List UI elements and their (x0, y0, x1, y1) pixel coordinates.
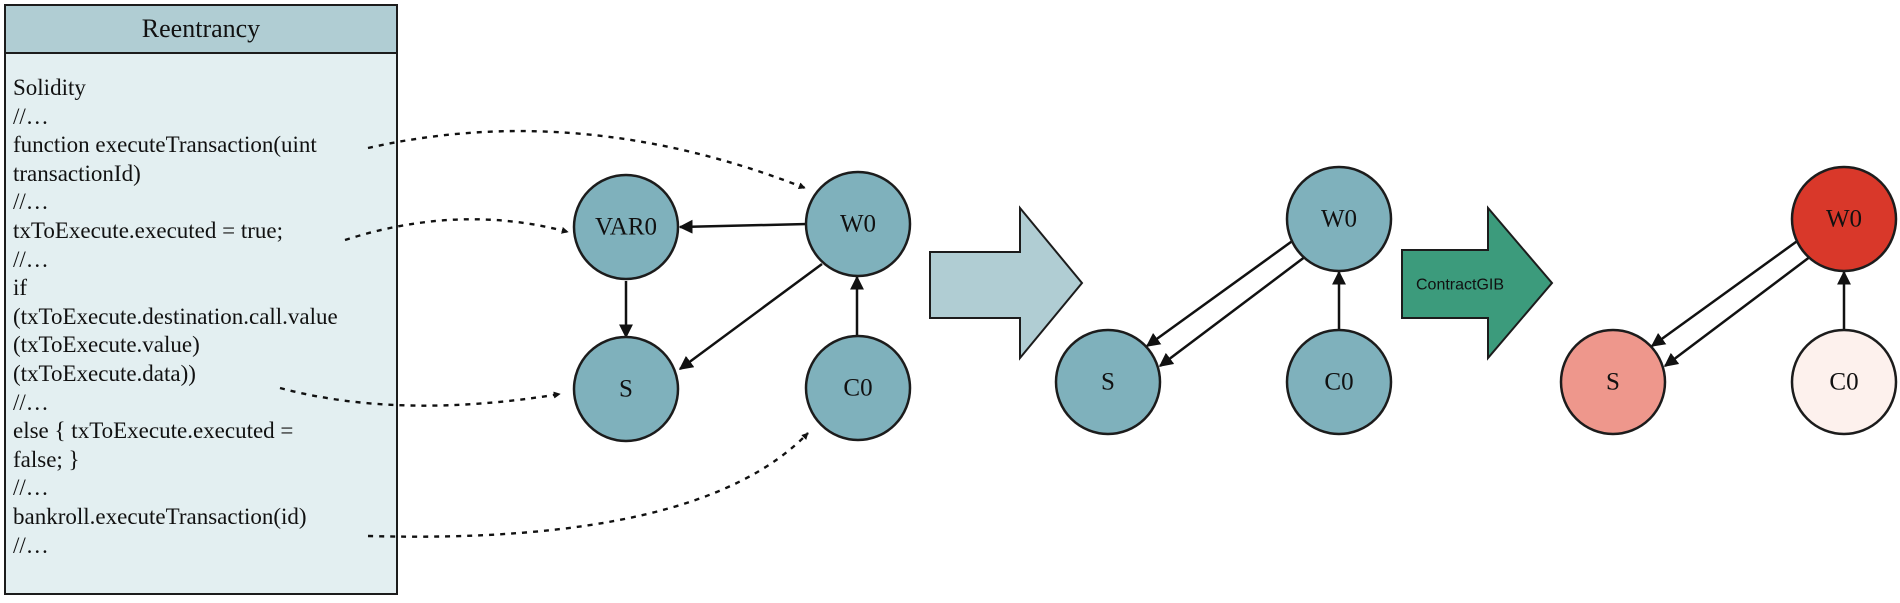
edge-w0-to-s (678, 262, 823, 371)
node-s: S (572, 335, 680, 443)
transition-arrow-2-label: ContractGIB (1416, 277, 1504, 294)
code-panel: Reentrancy Solidity //… function execute… (4, 4, 398, 595)
node-var0-label: VAR0 (595, 214, 657, 241)
dashed-arrow-function-to-w0 (367, 129, 806, 190)
node-c0-label: C0 (1324, 369, 1353, 396)
code-line: false; } (13, 446, 80, 472)
node-w0: W0 (1285, 165, 1393, 273)
edge-w0-to-s-a (1650, 232, 1808, 348)
transition-arrow-2: ContractGIB (1401, 205, 1554, 361)
transition-arrow-1 (929, 205, 1084, 361)
node-s-label: S (1606, 369, 1620, 396)
code-line: //… (13, 475, 49, 501)
node-s: S (1559, 328, 1667, 436)
code-listing: Solidity //… function executeTransaction… (6, 54, 396, 560)
code-line: (txToExecute.value) (13, 332, 200, 358)
code-line: //… (13, 389, 49, 415)
code-line: if (13, 275, 28, 301)
dashed-arrow-executed-to-var0 (344, 218, 569, 242)
code-line: //… (13, 532, 49, 558)
edge-w0-to-s-a (1145, 232, 1303, 348)
edge-w0-to-s-b (1158, 249, 1315, 367)
node-w0-label: W0 (1826, 206, 1862, 233)
node-c0: C0 (1285, 328, 1393, 436)
node-c0: C0 (1790, 328, 1898, 436)
edge-w0-to-s-b (1663, 249, 1820, 367)
node-c0: C0 (804, 334, 912, 442)
graph-simplified-edges (1145, 232, 1346, 367)
node-s-label: S (1101, 369, 1115, 396)
code-line: //… (13, 246, 49, 272)
node-w0: W0 (804, 170, 912, 278)
node-var0: VAR0 (572, 173, 680, 281)
code-line: transactionId) (13, 160, 141, 186)
code-line: Solidity (13, 75, 86, 100)
node-c0-label: C0 (1829, 369, 1858, 396)
code-line: //… (13, 189, 49, 215)
graph-initial-nodes: VAR0 W0 S C0 (572, 170, 912, 443)
mapping-arrows (279, 129, 809, 538)
node-s: S (1054, 328, 1162, 436)
code-line: txToExecute.executed = true; (13, 217, 283, 243)
code-line: (txToExecute.data)) (13, 360, 196, 386)
edge-w0-to-var0 (678, 219, 808, 234)
panel-title: Reentrancy (6, 6, 396, 54)
node-c0-label: C0 (843, 375, 872, 402)
node-w0-label: W0 (1321, 206, 1357, 233)
code-line: else { txToExecute.executed = (13, 418, 294, 444)
graph-result-edges (1650, 232, 1851, 367)
node-w0: W0 (1790, 165, 1898, 273)
code-line: //… (13, 103, 49, 129)
code-line: function executeTransaction(uint (13, 132, 317, 158)
graph-simplified-nodes: W0 S C0 (1054, 165, 1393, 436)
code-line: (txToExecute.destination.call.value (13, 303, 338, 329)
node-s-label: S (619, 376, 633, 403)
code-line: bankroll.executeTransaction(id) (13, 503, 307, 529)
dashed-arrow-bankroll-to-c0 (367, 432, 809, 538)
dashed-arrow-call-to-s (279, 386, 561, 407)
node-w0-label: W0 (840, 211, 876, 238)
graph-initial-edges (619, 219, 864, 371)
graph-result-nodes: W0 S C0 (1559, 165, 1898, 436)
